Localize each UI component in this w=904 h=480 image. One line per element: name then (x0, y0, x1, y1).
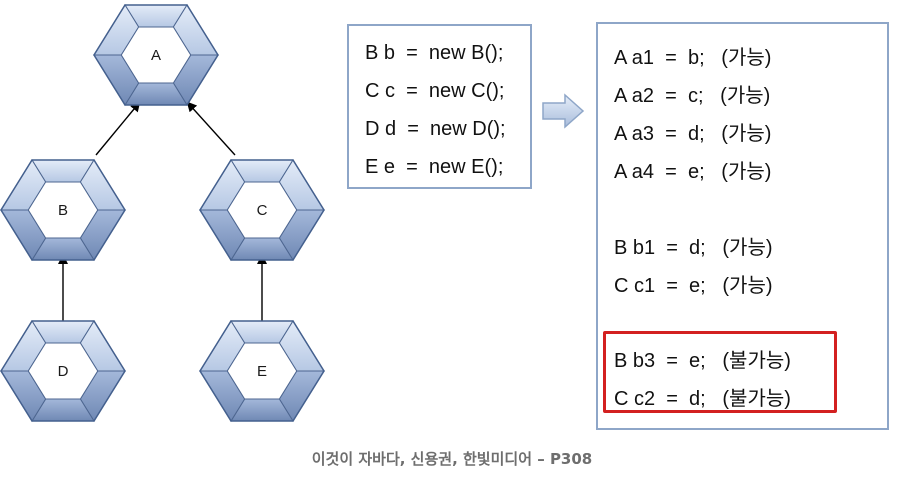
node-e: E (199, 320, 325, 422)
hexagon-center (120, 26, 192, 84)
hexagon-outline (0, 159, 126, 261)
node-d: D (0, 320, 126, 422)
invalid-highlight-box (603, 331, 837, 413)
hexagon-center (27, 342, 99, 400)
node-label: B (58, 202, 68, 219)
transform-arrow-icon (542, 93, 585, 129)
assignment-line: C c1 = e; (가능) (614, 275, 773, 297)
node-b: B (0, 159, 126, 261)
assignment-line: A a1 = b; (가능) (614, 47, 772, 69)
hexagon-center (27, 181, 99, 239)
assignment-line: A a4 = e; (가능) (614, 161, 772, 183)
hexagon-center (226, 342, 298, 400)
declaration-line: B b = new B(); (365, 42, 504, 64)
node-c: C (199, 159, 325, 261)
edge-b-to-a (95, 101, 141, 156)
source-caption: 이것이 자바다, 신용권, 한빛미디어 – P308 (311, 450, 593, 468)
node-label: E (257, 363, 267, 380)
declarations-box: B b = new B(); C c = new C(); D d = new … (347, 24, 532, 189)
node-label: C (257, 202, 268, 219)
invalid-assignment-line: B b3 = e; (불가능) (614, 350, 791, 372)
declaration-line: D d = new D(); (365, 118, 506, 140)
hexagon-outline (199, 159, 325, 261)
declaration-line: E e = new E(); (365, 156, 504, 178)
hexagon-center (226, 181, 298, 239)
node-label: D (58, 363, 69, 380)
assignment-line: A a2 = c; (가능) (614, 85, 771, 107)
edge-c-to-a (186, 101, 236, 156)
hexagon-outline (93, 4, 219, 106)
invalid-assignment-line: C c2 = d; (불가능) (614, 388, 791, 410)
hexagon-outline (199, 320, 325, 422)
node-a: A (93, 4, 219, 106)
declaration-line: C c = new C(); (365, 80, 505, 102)
assignment-line: A a3 = d; (가능) (614, 123, 772, 145)
node-label: A (151, 47, 161, 64)
assignment-line: B b1 = d; (가능) (614, 237, 773, 259)
assignments-box: A a1 = b; (가능) A a2 = c; (가능) A a3 = d; … (596, 22, 889, 430)
hexagon-outline (0, 320, 126, 422)
